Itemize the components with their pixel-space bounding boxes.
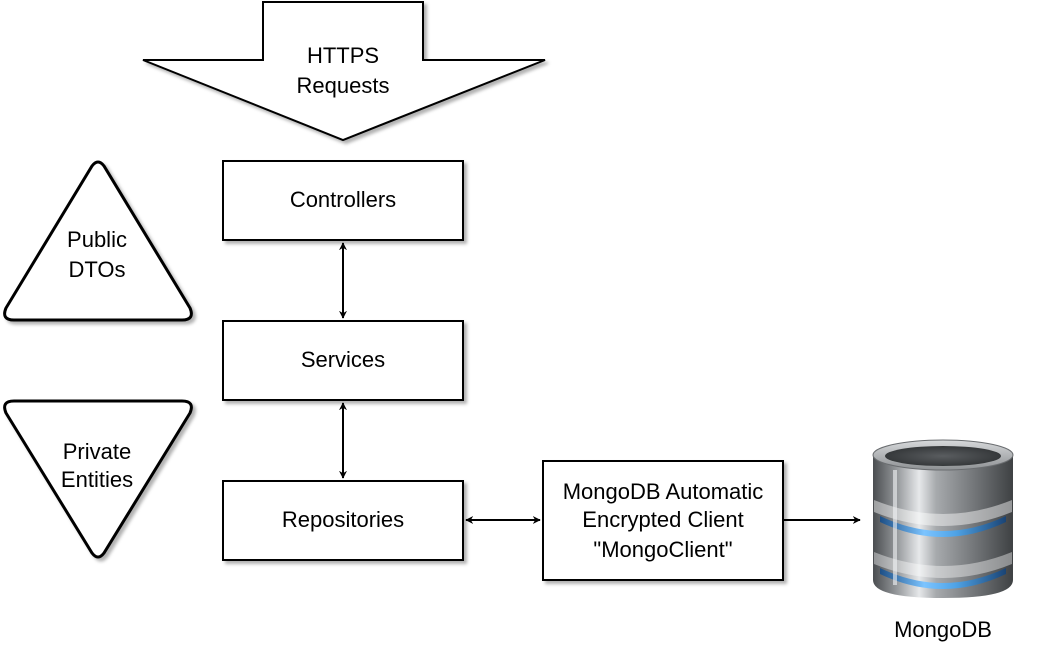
private-entities-triangle: Private Entities <box>3 399 193 559</box>
public-dtos-label-line2: DTOs <box>68 257 125 282</box>
mongo-client-label-line1: MongoDB Automatic <box>563 479 764 504</box>
services-box: Services <box>222 320 464 401</box>
controllers-box: Controllers <box>222 160 464 241</box>
repositories-box-shape <box>222 480 464 561</box>
https-requests-label-line2: Requests <box>297 73 390 98</box>
public-dtos-triangle: Public DTOs <box>3 160 193 322</box>
services-box-shape <box>222 320 464 401</box>
mongo-client-box: MongoDB Automatic Encrypted Client "Mong… <box>542 460 784 581</box>
repositories-box: Repositories <box>222 480 464 561</box>
mongo-client-label-line3: "MongoClient" <box>593 537 732 562</box>
database-cylinder-icon <box>872 439 1014 598</box>
mongo-client-label-line2: Encrypted Client <box>582 507 743 532</box>
services-label: Services <box>301 347 385 372</box>
private-entities-label-line2: Entities <box>61 467 133 492</box>
database-label: MongoDB <box>894 617 992 642</box>
public-dtos-label-line1: Public <box>67 227 127 252</box>
controllers-label: Controllers <box>290 187 396 212</box>
mongo-client-box-shape <box>542 460 784 581</box>
https-requests-arrow-shape <box>142 1 546 142</box>
https-requests-arrow: HTTPS Requests <box>142 1 546 142</box>
private-entities-triangle-shape <box>3 399 193 559</box>
private-entities-label-line1: Private <box>63 439 131 464</box>
public-dtos-triangle-shape <box>3 160 193 322</box>
controllers-box-shape <box>222 160 464 241</box>
repositories-label: Repositories <box>282 507 404 532</box>
https-requests-label-line1: HTTPS <box>307 43 379 68</box>
